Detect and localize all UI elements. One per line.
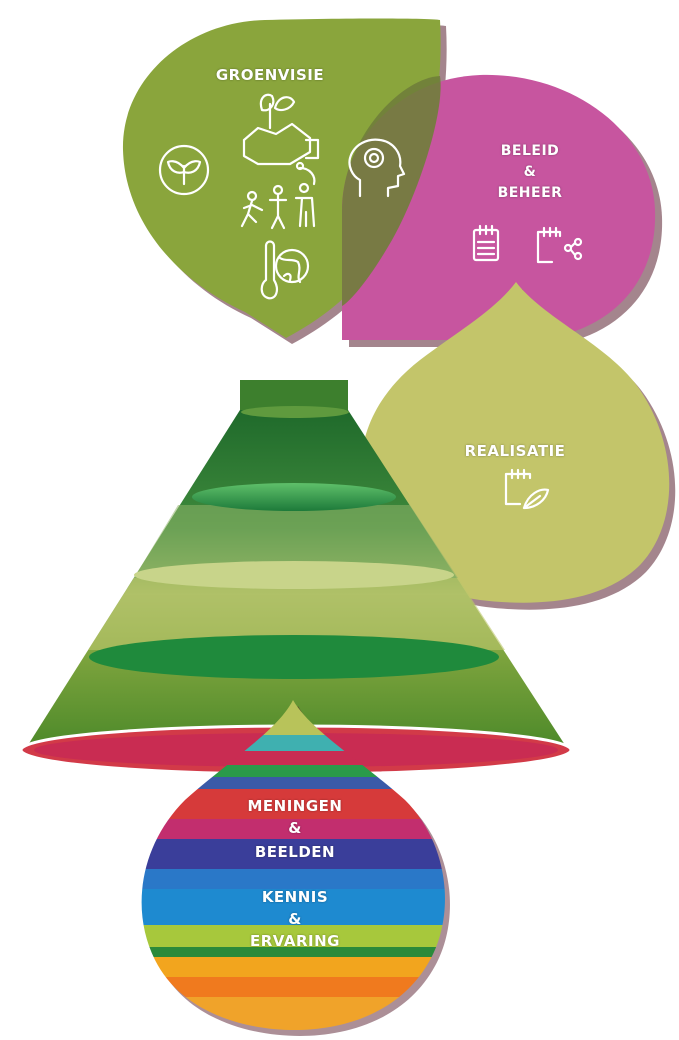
base-label-line2: & bbox=[288, 819, 302, 837]
handshake-plant-icon bbox=[242, 93, 320, 166]
realisatie-drop bbox=[360, 282, 670, 603]
document-icon bbox=[472, 224, 500, 262]
funnel-disc-top bbox=[241, 406, 349, 418]
document-share-icon bbox=[536, 226, 583, 264]
document-leaf-icon bbox=[504, 468, 550, 510]
base-drop bbox=[141, 700, 450, 1036]
head-flower-icon bbox=[348, 138, 406, 198]
base-label-line6: ERVARING bbox=[250, 932, 340, 950]
realisatie-title: REALISATIE bbox=[464, 442, 566, 460]
base-label-line1: MENINGEN bbox=[247, 797, 343, 815]
funnel-band-light bbox=[134, 505, 458, 578]
plant-seedling-icon bbox=[158, 144, 210, 196]
beleid-label-line1: BELEID bbox=[500, 143, 560, 159]
base-label-line3: BEELDEN bbox=[254, 843, 336, 861]
funnel-disc-1 bbox=[192, 483, 396, 511]
beleid-label-line3: BEHEER bbox=[497, 185, 563, 201]
base-label-line5: & bbox=[288, 910, 302, 928]
overlap-tint bbox=[342, 76, 441, 306]
groenvisie-title: GROENVISIE bbox=[215, 66, 325, 84]
people-walking-icon bbox=[240, 161, 316, 230]
funnel-band-olive bbox=[88, 578, 505, 650]
beleid-label-line2: & bbox=[523, 164, 537, 180]
base-label-line4: KENNIS bbox=[261, 888, 329, 906]
funnel-disc-2 bbox=[134, 561, 454, 589]
funnel-disc-3 bbox=[89, 635, 499, 679]
thermometer-globe-icon bbox=[260, 240, 310, 300]
